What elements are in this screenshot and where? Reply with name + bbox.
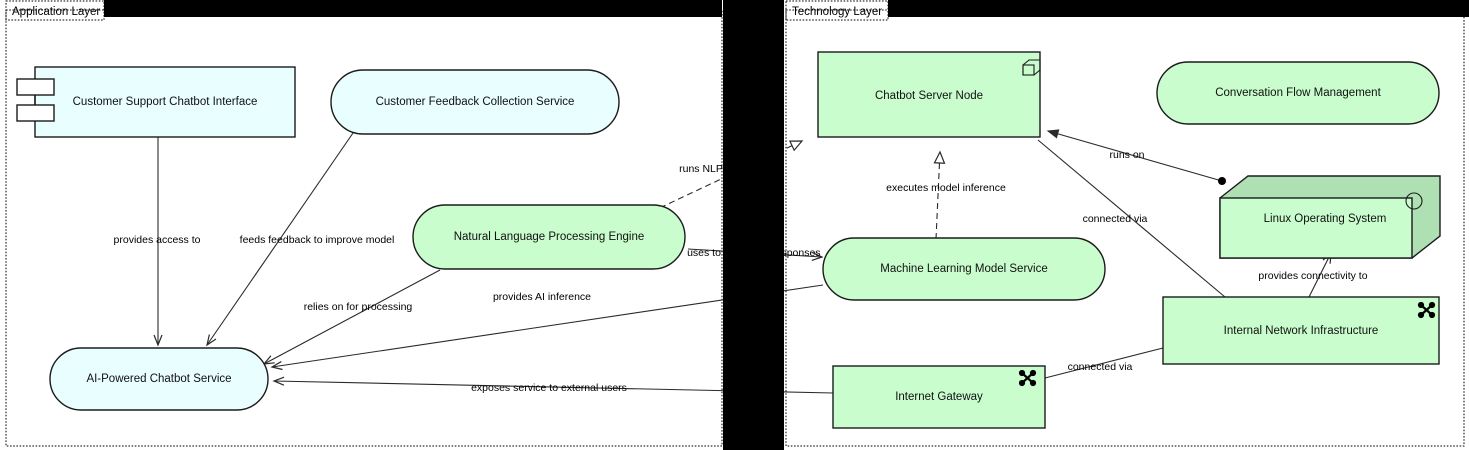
node-natural-language-processing-engine[interactable]: Natural Language Processing Engine bbox=[412, 204, 686, 270]
rel-label-provides-ai-inference: provides AI inference bbox=[493, 291, 591, 303]
node-label-internal-network-infrastructure: Internal Network Infrastructure bbox=[1224, 325, 1379, 337]
node-label-customer-support-chatbot-interface: Customer Support Chatbot Interface bbox=[73, 96, 258, 108]
rel-label-runs-on: runs on bbox=[1109, 149, 1144, 161]
edge-runs-on[interactable] bbox=[1046, 129, 1223, 182]
edge-relies-on-for-processing[interactable] bbox=[262, 269, 441, 365]
node-label-ai-powered-chatbot-service: AI-Powered Chatbot Service bbox=[86, 373, 231, 385]
node-machine-learning-model-service[interactable]: Machine Learning Model Service bbox=[822, 237, 1106, 301]
edge-provides-connectivity-to[interactable] bbox=[1308, 251, 1332, 298]
node-label-conversation-flow-management: Conversation Flow Management bbox=[1215, 87, 1381, 99]
relationship-labels: provides access to feeds feedback to imp… bbox=[114, 149, 1368, 394]
node-label-internet-gateway: Internet Gateway bbox=[895, 391, 983, 403]
node-label-natural-language-processing-engine: Natural Language Processing Engine bbox=[454, 231, 645, 243]
node-linux-operating-system[interactable]: Linux Operating System bbox=[1219, 175, 1441, 259]
rel-label-connected-via-gateway: connected via bbox=[1068, 361, 1133, 373]
center-divider-band-overlay bbox=[723, 0, 784, 450]
node-internet-gateway[interactable]: Internet Gateway bbox=[832, 365, 1046, 429]
assignment-ball-runs-on bbox=[1218, 177, 1226, 185]
node-label-customer-feedback-collection-service: Customer Feedback Collection Service bbox=[376, 96, 575, 108]
header-band-left bbox=[104, 0, 722, 17]
node-chatbot-server-node[interactable]: Chatbot Server Node bbox=[817, 51, 1041, 138]
system-software-circle-icon bbox=[1405, 192, 1423, 210]
network-nodes-icon bbox=[1018, 369, 1037, 387]
rel-label-uses-to: uses to bbox=[687, 247, 721, 259]
node-label-machine-learning-model-service: Machine Learning Model Service bbox=[880, 263, 1047, 275]
rel-label-feeds-feedback-to-improve-model: feeds feedback to improve model bbox=[240, 234, 395, 246]
node-ai-powered-chatbot-service[interactable]: AI-Powered Chatbot Service bbox=[49, 347, 269, 411]
header-band-right bbox=[888, 0, 1469, 17]
node-label-chatbot-server-node: Chatbot Server Node bbox=[875, 90, 983, 102]
node-conversation-flow-management[interactable]: Conversation Flow Management bbox=[1156, 61, 1440, 125]
group-label-technology: Technology Layer bbox=[792, 6, 882, 18]
rel-label-runs-nlp: runs NLP bbox=[679, 163, 723, 175]
node-customer-support-chatbot-interface[interactable]: Customer Support Chatbot Interface bbox=[16, 66, 296, 138]
edge-connected-via-gateway[interactable] bbox=[1044, 347, 1164, 379]
rel-label-provides-access-to: provides access to bbox=[114, 234, 201, 246]
group-technology-layer[interactable]: Technology Layer bbox=[785, 0, 1465, 447]
node-label-linux-operating-system: Linux Operating System bbox=[1264, 213, 1387, 225]
edge-connected-via-server[interactable] bbox=[1037, 139, 1226, 298]
network-nodes-icon bbox=[1417, 301, 1436, 319]
rel-label-connected-via-server: connected via bbox=[1083, 213, 1148, 225]
application-interface-icon bbox=[16, 78, 55, 122]
rel-label-provides-connectivity-to: provides connectivity to bbox=[1258, 270, 1367, 282]
edge-executes-model-inference[interactable] bbox=[933, 150, 946, 240]
rel-label-generate-responses: sponses bbox=[781, 247, 820, 259]
rel-label-exposes-service-to-external-users: exposes service to external users bbox=[471, 382, 627, 394]
group-label-application: Application Layer bbox=[12, 6, 100, 18]
rel-label-relies-on-for-processing: relies on for processing bbox=[304, 301, 413, 313]
node-customer-feedback-collection-service[interactable]: Customer Feedback Collection Service bbox=[330, 69, 620, 135]
node-3d-box-icon bbox=[1022, 59, 1041, 76]
rel-label-executes-model-inference: executes model inference bbox=[886, 182, 1006, 194]
group-application-layer[interactable]: Application Layer bbox=[5, 0, 723, 447]
edge-feeds-feedback-to-improve-model[interactable] bbox=[206, 132, 354, 347]
node-internal-network-infrastructure[interactable]: Internal Network Infrastructure bbox=[1162, 296, 1440, 365]
